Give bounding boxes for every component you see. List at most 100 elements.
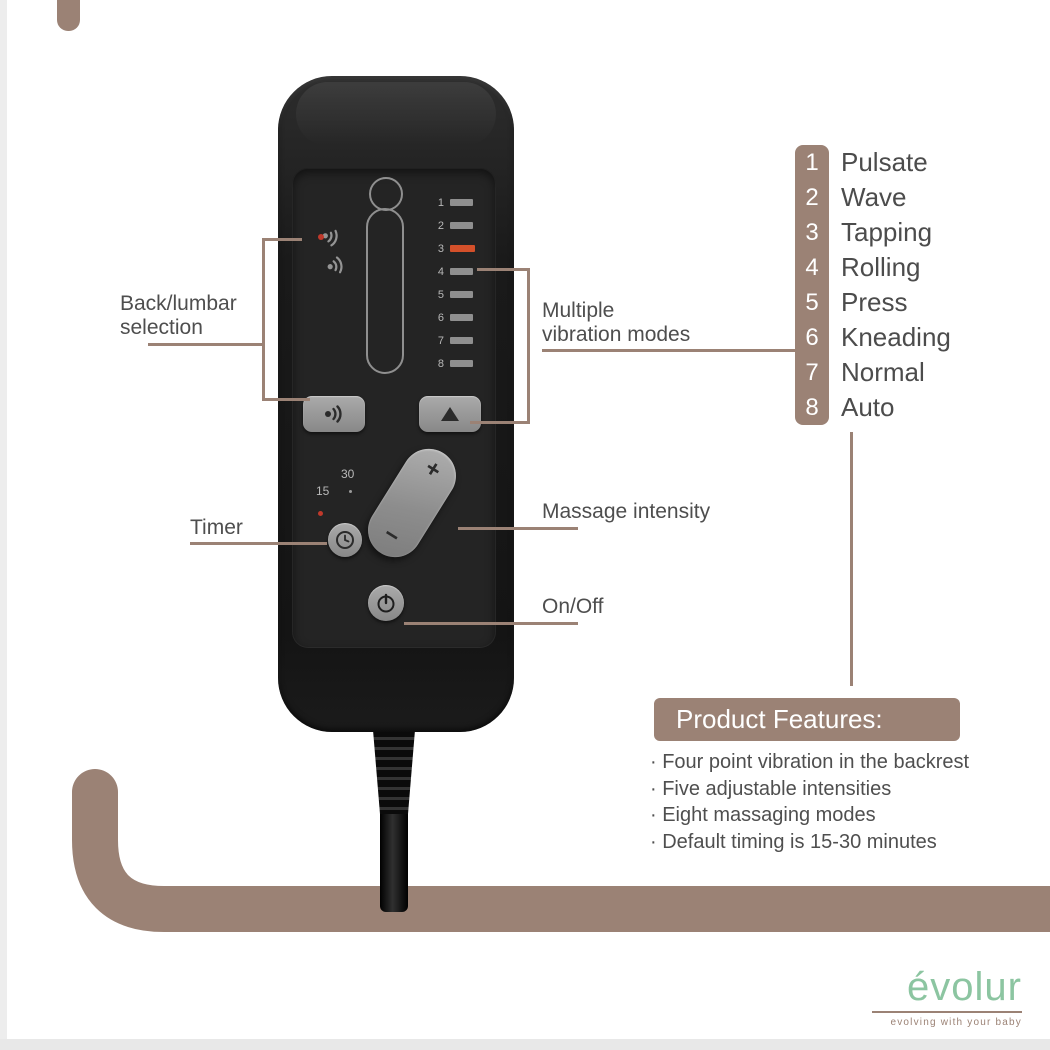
mode-label: Auto — [841, 392, 895, 422]
mode-number: 2 — [805, 184, 819, 211]
brand-block: évolur evolving with your baby — [840, 966, 1022, 1028]
callout-line — [458, 527, 578, 530]
timer-15-label: 15 — [316, 484, 330, 498]
timer-active-dot — [318, 511, 323, 516]
clock-icon — [336, 531, 354, 549]
callout-onoff: On/Off — [542, 595, 604, 618]
remote-control: 1 2 3 4 5 6 7 8 + − — [278, 76, 514, 732]
callout-line — [470, 421, 530, 424]
led-bar — [450, 360, 473, 367]
brand-tagline: evolving with your baby — [890, 1017, 1022, 1028]
frame-bottom-swoosh — [72, 769, 1050, 932]
feature-item: · Eight massaging modes — [650, 804, 876, 826]
timer-30-label: 30 — [341, 467, 355, 481]
vibration-zone-icon-upper — [322, 229, 338, 247]
callout-back-lumbar-line2: selection — [120, 315, 203, 339]
led-bar — [450, 291, 473, 298]
led-mode-indicators: 1 2 3 4 5 6 7 8 — [432, 191, 475, 375]
vibration-zone-icon-lower — [327, 256, 343, 274]
callout-line — [262, 238, 302, 241]
mode-number: 7 — [805, 359, 819, 386]
led-number: 4 — [437, 265, 444, 278]
callout-back-lumbar: Back/lumbar selection — [120, 292, 237, 339]
callout-line — [404, 622, 578, 625]
led-number: 8 — [437, 357, 444, 370]
page-edge-bottom — [0, 1039, 1050, 1050]
zone-select-button — [303, 396, 365, 432]
mode-label-list: Pulsate Wave Tapping Rolling Press Knead… — [841, 145, 951, 425]
head-indicator-outline — [369, 177, 403, 211]
led-number: 3 — [437, 242, 444, 255]
timer-tick-dot — [349, 490, 352, 493]
led-row: 2 — [432, 214, 475, 237]
led-row: 8 — [432, 352, 475, 375]
callout-timer: Timer — [190, 516, 243, 539]
mode-label: Kneading — [841, 322, 951, 352]
remote-panel: 1 2 3 4 5 6 7 8 + − — [292, 168, 496, 648]
led-row: 7 — [432, 329, 475, 352]
power-icon — [377, 593, 395, 613]
callout-line — [527, 268, 530, 424]
page-edge-left — [0, 0, 7, 1050]
mode-label: Tapping — [841, 217, 933, 247]
power-button — [368, 585, 404, 621]
mode-number: 5 — [805, 289, 819, 316]
callout-line — [190, 542, 327, 545]
brand-rule — [872, 1011, 1022, 1013]
led-number: 1 — [437, 196, 444, 209]
led-number: 6 — [437, 311, 444, 324]
mode-number: 8 — [805, 394, 819, 421]
intensity-rocker-button: + − — [357, 438, 467, 568]
zone-active-dot — [318, 234, 324, 240]
plus-label: + — [419, 454, 447, 485]
callout-back-lumbar-line1: Back/lumbar — [120, 292, 237, 315]
led-bar — [450, 337, 473, 344]
mode-label: Rolling — [841, 252, 921, 282]
mode-label: Press — [841, 287, 908, 317]
callout-line — [262, 398, 310, 401]
feature-item: · Four point vibration in the backrest — [650, 751, 970, 773]
callout-vibration-modes: Multiple vibration modes — [542, 299, 690, 346]
mode-select-button — [419, 396, 481, 432]
callout-line — [262, 238, 265, 401]
callout-line — [477, 268, 530, 271]
led-number: 5 — [437, 288, 444, 301]
backrest-body-outline — [366, 208, 404, 374]
led-number: 7 — [437, 334, 444, 347]
callout-vibration-line1: Multiple — [542, 299, 615, 322]
led-bar — [450, 268, 473, 275]
led-bar — [450, 245, 475, 252]
callout-line — [148, 343, 264, 346]
mode-number: 1 — [805, 149, 819, 176]
led-row: 5 — [432, 283, 475, 306]
mode-number: 6 — [805, 324, 819, 351]
mode-label: Wave — [841, 182, 907, 212]
led-row: 1 — [432, 191, 475, 214]
led-row: 4 — [432, 260, 475, 283]
cable-strain-relief — [373, 730, 415, 814]
led-bar — [450, 199, 473, 206]
led-number: 2 — [437, 219, 444, 232]
callout-line — [850, 432, 853, 686]
led-row-active: 3 — [432, 237, 475, 260]
mode-label: Normal — [841, 357, 925, 387]
cable-cord — [380, 808, 408, 912]
features-title: Product Features: — [654, 698, 960, 741]
minus-label: − — [378, 520, 405, 551]
brand-logo: évolur — [907, 965, 1022, 1009]
frame-top-left-stub — [57, 0, 80, 31]
feature-item: · Default timing is 15-30 minutes — [650, 830, 937, 853]
mode-number: 4 — [805, 254, 819, 281]
triangle-up-icon — [441, 407, 459, 421]
mode-label: Pulsate — [841, 147, 928, 177]
led-bar — [450, 314, 473, 321]
feature-item: · Five adjustable intensities — [650, 777, 892, 800]
callout-line — [542, 349, 797, 352]
led-row: 6 — [432, 306, 475, 329]
callout-intensity: Massage intensity — [542, 500, 711, 523]
features-list: · Four point vibration in the backrest ·… — [650, 749, 1050, 855]
mode-number-column: 1 2 3 4 5 6 7 8 — [795, 145, 829, 425]
timer-button — [328, 523, 362, 557]
led-bar — [450, 222, 473, 229]
vibration-waves-icon — [325, 405, 342, 423]
